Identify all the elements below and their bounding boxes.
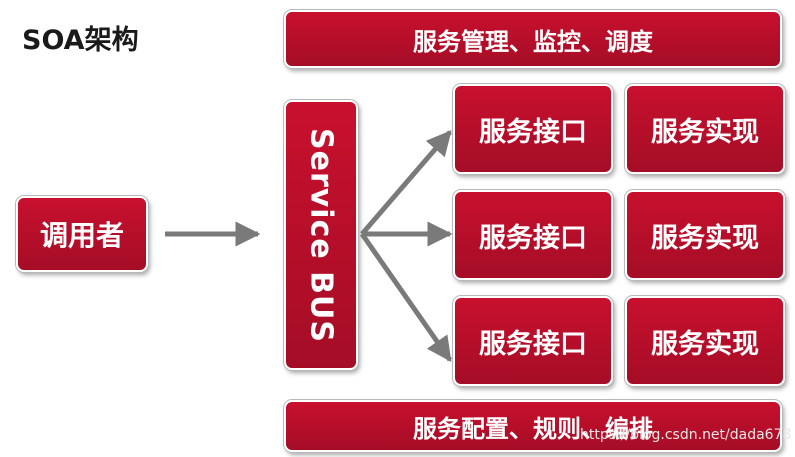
bottom-bar-label: 服务配置、规则、编排 [413, 414, 653, 443]
caller-box: 调用者 [16, 196, 148, 272]
service-implementation-box-2: 服务实现 [625, 190, 785, 280]
caller-label: 调用者 [39, 219, 124, 252]
service-interface-label-1: 服务接口 [479, 116, 587, 148]
top-bar-label: 服务管理、监控、调度 [413, 27, 653, 56]
service-interface-label-3: 服务接口 [479, 328, 587, 360]
diagram-title: SOA架构 [22, 25, 139, 56]
service-interface-box-3: 服务接口 [453, 296, 613, 386]
service-implementation-label-1: 服务实现 [651, 116, 759, 148]
watermark-url: https://blog.csdn.net/dada678 [580, 427, 792, 443]
service-bus-label: Service BUS [303, 127, 339, 343]
service-interface-box-2: 服务接口 [453, 190, 613, 280]
bus-to-interface-arrow-3 [359, 232, 453, 363]
service-interface-box-1: 服务接口 [453, 84, 613, 174]
service-implementation-label-2: 服务实现 [651, 222, 759, 254]
bottom-config-bar: 服务配置、规则、编排 [284, 400, 782, 452]
service-interface-label-2: 服务接口 [479, 222, 587, 254]
service-implementation-box-1: 服务实现 [625, 84, 785, 174]
service-implementation-label-3: 服务实现 [651, 328, 759, 360]
service-bus-box: Service BUS [284, 100, 358, 370]
service-implementation-box-3: 服务实现 [625, 296, 785, 386]
bus-to-interface-arrow-1 [360, 130, 452, 236]
top-management-bar: 服务管理、监控、调度 [284, 10, 782, 68]
